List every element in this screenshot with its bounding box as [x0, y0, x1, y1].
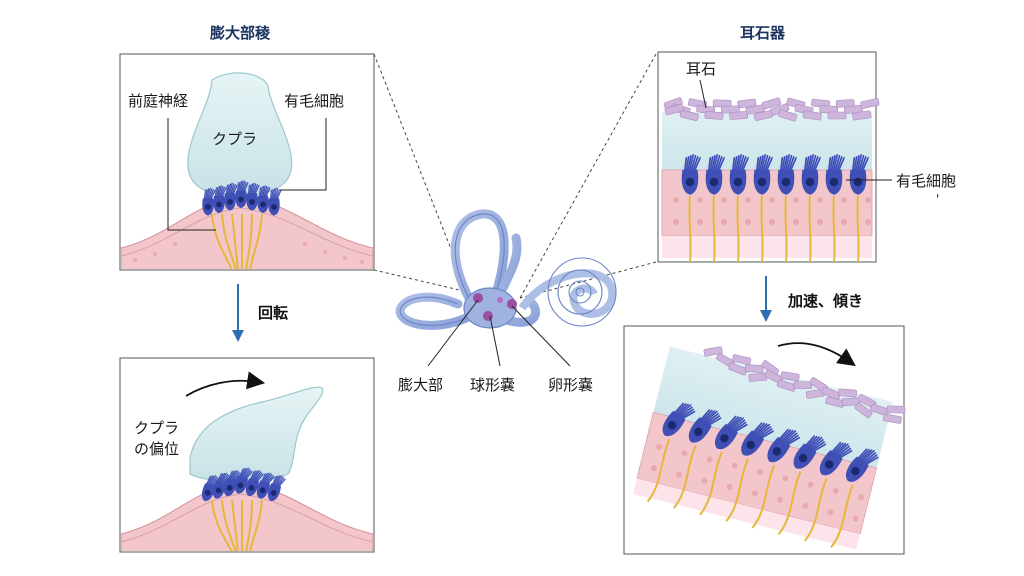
- acceleration-tilt-label: 加速、傾き: [788, 292, 864, 310]
- otolith-hair-cell-label: 有毛細胞: [896, 172, 957, 190]
- hair-cell: [845, 448, 879, 482]
- hair-cell: [849, 153, 869, 195]
- otoconia-layer: [663, 97, 880, 122]
- otolith-label: 耳石: [686, 60, 717, 78]
- hair-cell: [235, 180, 249, 209]
- acceleration-arrow: [760, 276, 772, 322]
- hair-cell: [819, 441, 853, 476]
- hair-cell: [224, 182, 238, 211]
- cupula-label: クプラ: [212, 130, 258, 148]
- hair-cell: [256, 472, 275, 499]
- hair-cell: [705, 153, 725, 195]
- deflected-hair-cells: [201, 467, 286, 502]
- ampulla-label: 膨大部: [398, 376, 444, 394]
- crista-hair-cells: [202, 180, 282, 216]
- hair-cell: [753, 153, 773, 195]
- saccule-label: 球形嚢: [470, 376, 516, 394]
- otolith-shifted-panel: [623, 325, 906, 555]
- hair-cell: [793, 435, 827, 469]
- hair-cell: [234, 467, 253, 494]
- crista-title: 膨大部稜: [210, 24, 271, 42]
- crista-deflected-panel: [119, 357, 375, 553]
- hair-cell: [245, 470, 264, 497]
- hair-cell: [223, 470, 242, 497]
- shifted-otoconia: [703, 346, 906, 424]
- hair-cell: [213, 185, 227, 214]
- cupula-deflection-label: クプラ の偏位: [134, 419, 180, 458]
- hair-cell: [825, 153, 845, 195]
- rotation-label: 回転: [258, 304, 289, 322]
- hair-cell: [202, 187, 216, 216]
- otolith-organ-title: 耳石器: [740, 24, 786, 42]
- hair-cell: [714, 415, 748, 450]
- hair-cell: [257, 185, 271, 214]
- hair-cell: [212, 472, 231, 499]
- otolith-hair-cells: [681, 153, 869, 195]
- shifted-hair-cells: [662, 402, 879, 482]
- hair-cell: [741, 422, 774, 456]
- hair-cell: [801, 153, 821, 195]
- hair-cell: [662, 402, 696, 437]
- hair-cell: [267, 475, 286, 502]
- zoom-lines: [373, 53, 657, 299]
- rotation-arrow: [232, 284, 244, 342]
- hair-cell: [777, 153, 797, 195]
- hair-cell: [246, 182, 260, 211]
- crista-hair-cell-label: 有毛細胞: [284, 92, 345, 110]
- hair-cell: [688, 409, 722, 443]
- hair-cell: [201, 475, 220, 502]
- inner-ear-illustration: [395, 209, 617, 367]
- hair-cell: [767, 428, 801, 463]
- hair-cell: [729, 153, 749, 195]
- otolith-panel: [657, 51, 892, 263]
- utricle-label: 卵形嚢: [548, 376, 594, 394]
- vestibular-nerve-label: 前庭神経: [128, 92, 189, 110]
- hair-cell: [268, 187, 282, 216]
- crista-panel: [119, 53, 375, 271]
- hair-cell: [681, 153, 701, 195]
- stray-mark: ': [936, 192, 940, 206]
- deflected-cupula: [189, 386, 324, 483]
- cupula: [187, 72, 293, 197]
